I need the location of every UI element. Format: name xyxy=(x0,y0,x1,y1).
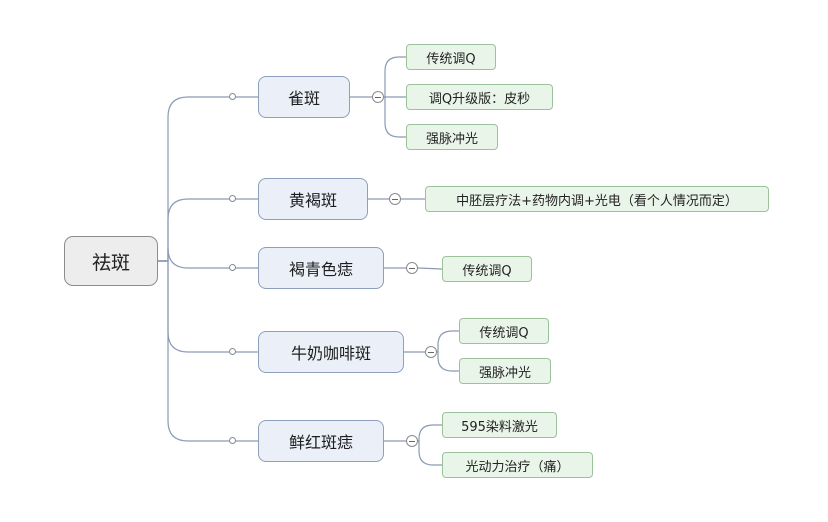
branch-anchor xyxy=(229,264,236,271)
branch-node-huanghebban[interactable]: 黄褐斑 xyxy=(258,178,368,220)
collapse-toggle-icon[interactable] xyxy=(406,262,418,274)
branch-leaf-connector xyxy=(384,96,406,138)
root-node[interactable]: 祛斑 xyxy=(64,236,158,286)
branch-node-heqingsezhi[interactable]: 褐青色痣 xyxy=(258,247,384,289)
leaf-node[interactable]: 光动力治疗（痛） xyxy=(442,452,593,478)
leaf-label: 强脉冲光 xyxy=(425,131,478,147)
root-branch-connector xyxy=(158,247,258,269)
leaf-label: 传统调Q xyxy=(462,263,512,279)
leaf-node[interactable]: 强脉冲光 xyxy=(406,124,498,150)
collapse-toggle-icon[interactable] xyxy=(406,435,418,447)
leaf-label: 595染料激光 xyxy=(461,419,538,435)
branch-anchor xyxy=(229,195,236,202)
leaf-node[interactable]: 传统调Q xyxy=(406,44,496,70)
leaf-label: 传统调Q xyxy=(479,325,529,341)
branch-label: 褐青色痣 xyxy=(288,260,353,279)
branch-leaf-connector xyxy=(418,440,442,466)
leaf-node[interactable]: 595染料激光 xyxy=(442,412,557,438)
leaf-node[interactable]: 传统调Q xyxy=(442,256,532,282)
leaf-node[interactable]: 中胚层疗法+药物内调+光电（看个人情况而定） xyxy=(425,186,769,212)
collapse-toggle-icon[interactable] xyxy=(372,91,384,103)
leaf-label: 强脉冲光 xyxy=(478,365,531,381)
leaf-node[interactable]: 调Q升级版：皮秒 xyxy=(406,84,553,110)
branch-node-xianhongbanzhi[interactable]: 鲜红斑痣 xyxy=(258,420,384,462)
root-branch-connector xyxy=(158,198,258,262)
branch-anchor xyxy=(229,93,236,100)
collapse-toggle-icon[interactable] xyxy=(425,346,437,358)
branch-leaf-connector xyxy=(417,267,443,270)
branch-label: 雀斑 xyxy=(287,89,320,108)
leaf-label: 中胚层疗法+药物内调+光电（看个人情况而定） xyxy=(456,193,738,209)
leaf-node[interactable]: 传统调Q xyxy=(459,318,549,344)
root-branch-connector xyxy=(158,260,258,353)
leaf-label: 传统调Q xyxy=(426,51,476,67)
root-branch-connector xyxy=(158,96,258,262)
branch-leaf-connector xyxy=(418,424,442,442)
leaf-label: 调Q升级版：皮秒 xyxy=(428,91,531,107)
collapse-toggle-icon[interactable] xyxy=(389,193,401,205)
branch-label: 黄褐斑 xyxy=(288,191,337,210)
branch-label: 鲜红斑痣 xyxy=(288,433,353,452)
branch-anchor xyxy=(229,437,236,444)
branch-label: 牛奶咖啡斑 xyxy=(290,344,371,363)
branch-node-queban[interactable]: 雀斑 xyxy=(258,76,350,118)
branch-anchor xyxy=(229,348,236,355)
leaf-node[interactable]: 强脉冲光 xyxy=(459,358,551,384)
branch-node-niunaikafeiban[interactable]: 牛奶咖啡斑 xyxy=(258,331,404,373)
branch-leaf-connector xyxy=(384,56,406,98)
root-label: 祛斑 xyxy=(91,251,130,274)
branch-leaf-connector xyxy=(437,351,459,372)
branch-leaf-connector xyxy=(437,330,459,353)
root-branch-connector xyxy=(158,260,258,442)
leaf-label: 光动力治疗（痛） xyxy=(465,459,570,475)
